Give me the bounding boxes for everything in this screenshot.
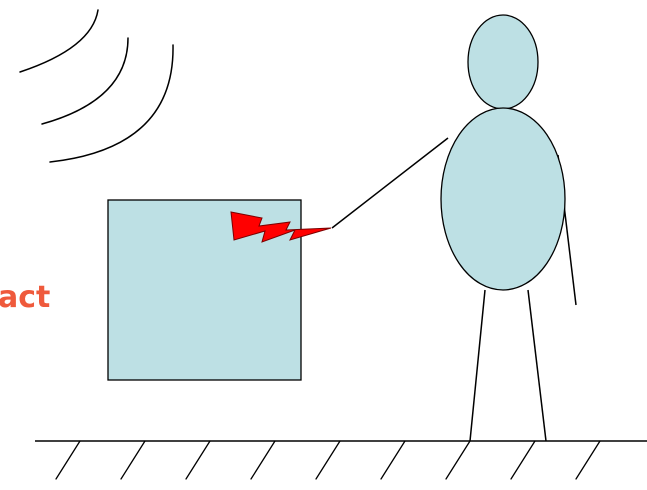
person-head (468, 15, 538, 109)
person-figure-icon (332, 15, 576, 441)
ground-hatching-icon (56, 441, 600, 479)
sound-wave-middle (42, 38, 128, 124)
sound-wave-outer (50, 45, 173, 162)
person-body (441, 108, 565, 290)
contact-label: act (0, 280, 50, 315)
person-pointing-arm (332, 138, 448, 228)
sound-wave-inner (20, 10, 98, 72)
sound-waves-icon (20, 10, 173, 162)
person-right-leg (528, 290, 546, 441)
person-left-leg (470, 290, 485, 441)
